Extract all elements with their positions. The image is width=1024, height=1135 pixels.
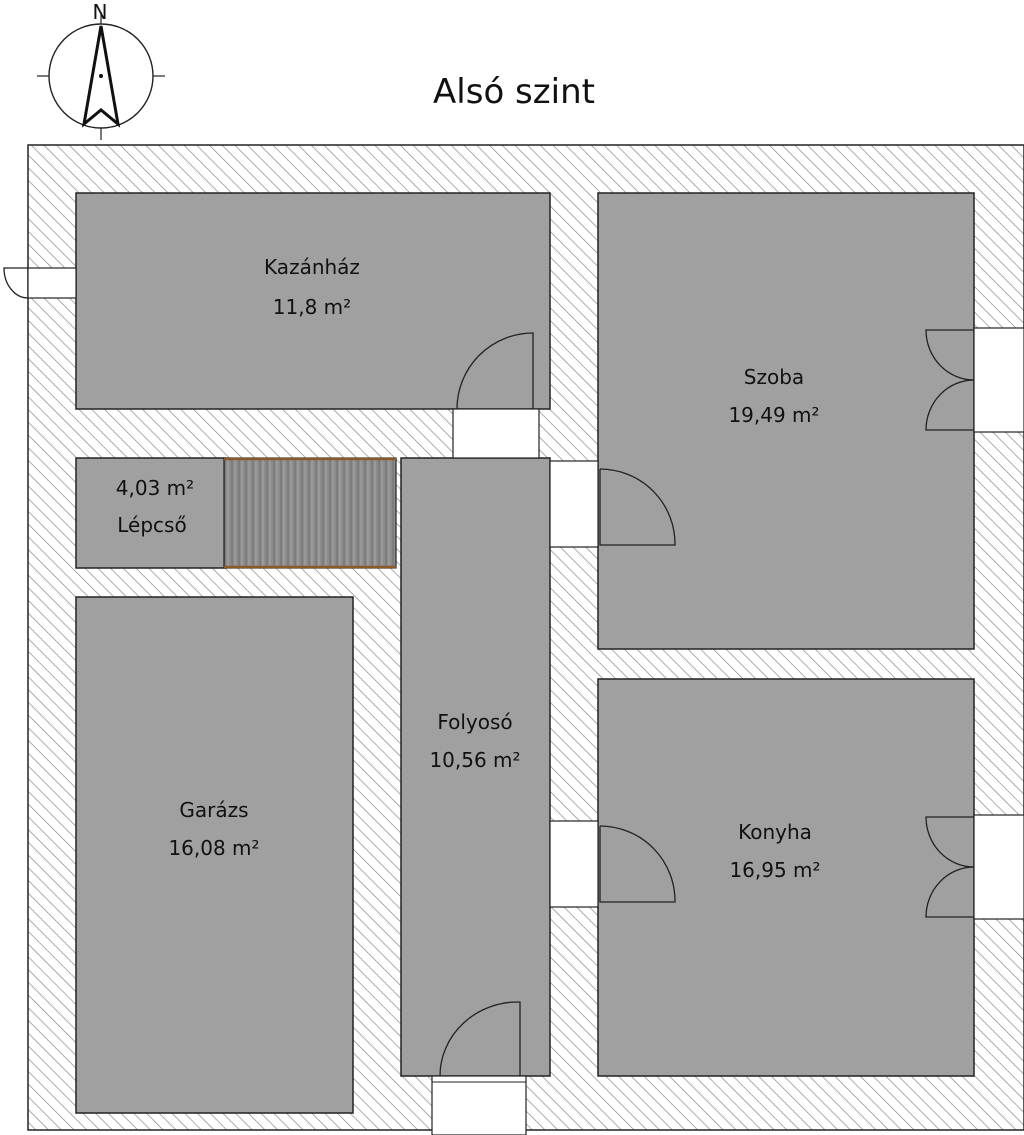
window-szoba-lower <box>925 379 975 431</box>
door-exterior-west <box>3 267 29 299</box>
opening-kazanhaz-folyoso <box>452 408 540 459</box>
door-konyha <box>599 825 676 903</box>
plan-title: Alsó szint <box>433 72 595 112</box>
opening-folyoso-konyha <box>549 820 599 908</box>
room-area-garazs: 16,08 m² <box>168 836 259 860</box>
room-name-konyha: Konyha <box>738 820 812 844</box>
window-szoba-upper <box>925 329 975 381</box>
room-konyha <box>597 678 975 1077</box>
opening-entrance <box>431 1075 527 1135</box>
opening-west-exterior <box>27 267 77 299</box>
room-area-folyoso: 10,56 m² <box>429 748 520 772</box>
room-name-szoba: Szoba <box>744 365 804 389</box>
opening-szoba-window <box>973 327 1024 433</box>
room-garazs <box>75 596 354 1114</box>
door-entrance <box>439 1001 521 1077</box>
room-name-folyoso: Folyosó <box>437 710 512 734</box>
window-konyha-upper <box>925 816 975 868</box>
opening-folyoso-szoba <box>549 460 599 548</box>
door-szoba <box>599 468 676 546</box>
room-lepcso <box>75 457 227 569</box>
stair-treads <box>223 457 397 569</box>
room-name-kazanhaz: Kazánház <box>264 255 360 279</box>
compass-north-label: N <box>93 0 108 24</box>
compass-icon: N <box>37 0 165 140</box>
opening-konyha-window <box>973 814 1024 920</box>
room-area-kazanhaz: 11,8 m² <box>273 295 351 319</box>
room-area-lepcso: 4,03 m² <box>116 476 194 500</box>
room-area-konyha: 16,95 m² <box>729 858 820 882</box>
door-swings <box>3 267 975 1077</box>
door-kazanhaz <box>456 332 534 410</box>
room-name-garazs: Garázs <box>179 798 248 822</box>
room-name-lepcso: Lépcső <box>117 513 186 537</box>
window-konyha-lower <box>925 866 975 918</box>
room-kazanhaz <box>75 192 551 410</box>
room-szoba <box>597 192 975 650</box>
room-area-szoba: 19,49 m² <box>728 403 819 427</box>
